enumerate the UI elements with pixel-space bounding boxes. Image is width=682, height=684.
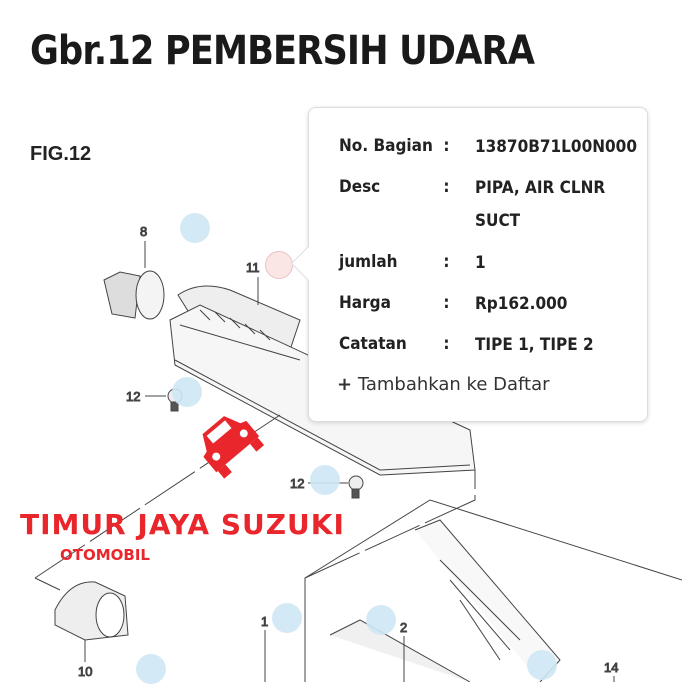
row-quantity: jumlah: (339, 252, 454, 272)
hotspot-part-8[interactable] (180, 213, 210, 243)
desc-value-line2: SUCT (475, 211, 521, 231)
quantity-value: 1 (475, 253, 486, 273)
add-to-list-label: Tambahkan ke Daftar (357, 374, 550, 395)
desc-value: PIPA, AIR CLNR (475, 178, 606, 198)
hotspot-part-12-upper[interactable] (172, 377, 202, 407)
hotspot-part-2[interactable] (366, 605, 396, 635)
hotspot-part-14[interactable] (527, 650, 557, 680)
figure-label: FIG.12 (30, 143, 92, 165)
colon: : (443, 252, 450, 272)
label: Desc (339, 177, 381, 197)
row-notes: Catatan: (339, 334, 454, 354)
callout-12-lower: 12 (290, 476, 304, 491)
callout-1: 1 (261, 614, 268, 629)
row-part-number: No. Bagian: (339, 136, 454, 156)
hotspot-part-12-lower[interactable] (310, 465, 340, 495)
label: Harga (339, 293, 391, 313)
callout-12-upper: 12 (126, 389, 140, 404)
part-10-drawing (54, 581, 129, 662)
callout-14: 14 (604, 660, 618, 675)
watermark-text: TIMUR JAYA SUZUKI (20, 508, 345, 541)
plus-icon: + (337, 374, 353, 395)
part-number-value: 13870B71L00N000 (475, 137, 637, 157)
label: No. Bagian (339, 136, 433, 156)
price-value: Rp162.000 (475, 294, 568, 314)
add-to-list-button[interactable]: + Tambahkan ke Daftar (337, 374, 550, 395)
colon: : (443, 293, 450, 313)
colon: : (443, 177, 450, 197)
callout-8: 8 (140, 224, 147, 239)
row-price: Harga: (339, 293, 454, 313)
hotspot-part-10[interactable] (136, 654, 166, 684)
part-8-drawing (103, 241, 165, 320)
colon: : (443, 334, 450, 354)
label: jumlah (339, 252, 398, 272)
page-title: Gbr.12 PEMBERSIH UDARA (30, 28, 535, 74)
part-11-drawing (177, 277, 301, 351)
hotspot-part-11-selected[interactable] (265, 251, 293, 279)
notes-value: TIPE 1, TIPE 2 (475, 335, 594, 355)
part-info-popup: No. Bagian: 13870B71L00N000 Desc: PIPA, … (290, 107, 648, 422)
colon: : (443, 136, 450, 156)
car-logo-icon (202, 416, 265, 479)
watermark-subtext: OTOMOBIL (60, 546, 150, 564)
hotspot-part-1[interactable] (272, 603, 302, 633)
callout-2: 2 (400, 620, 407, 635)
lower-housing-drawing (264, 499, 682, 682)
label: Catatan (339, 334, 407, 354)
row-desc: Desc: (339, 177, 454, 197)
callout-11: 11 (246, 260, 260, 275)
callout-10: 10 (78, 664, 92, 679)
